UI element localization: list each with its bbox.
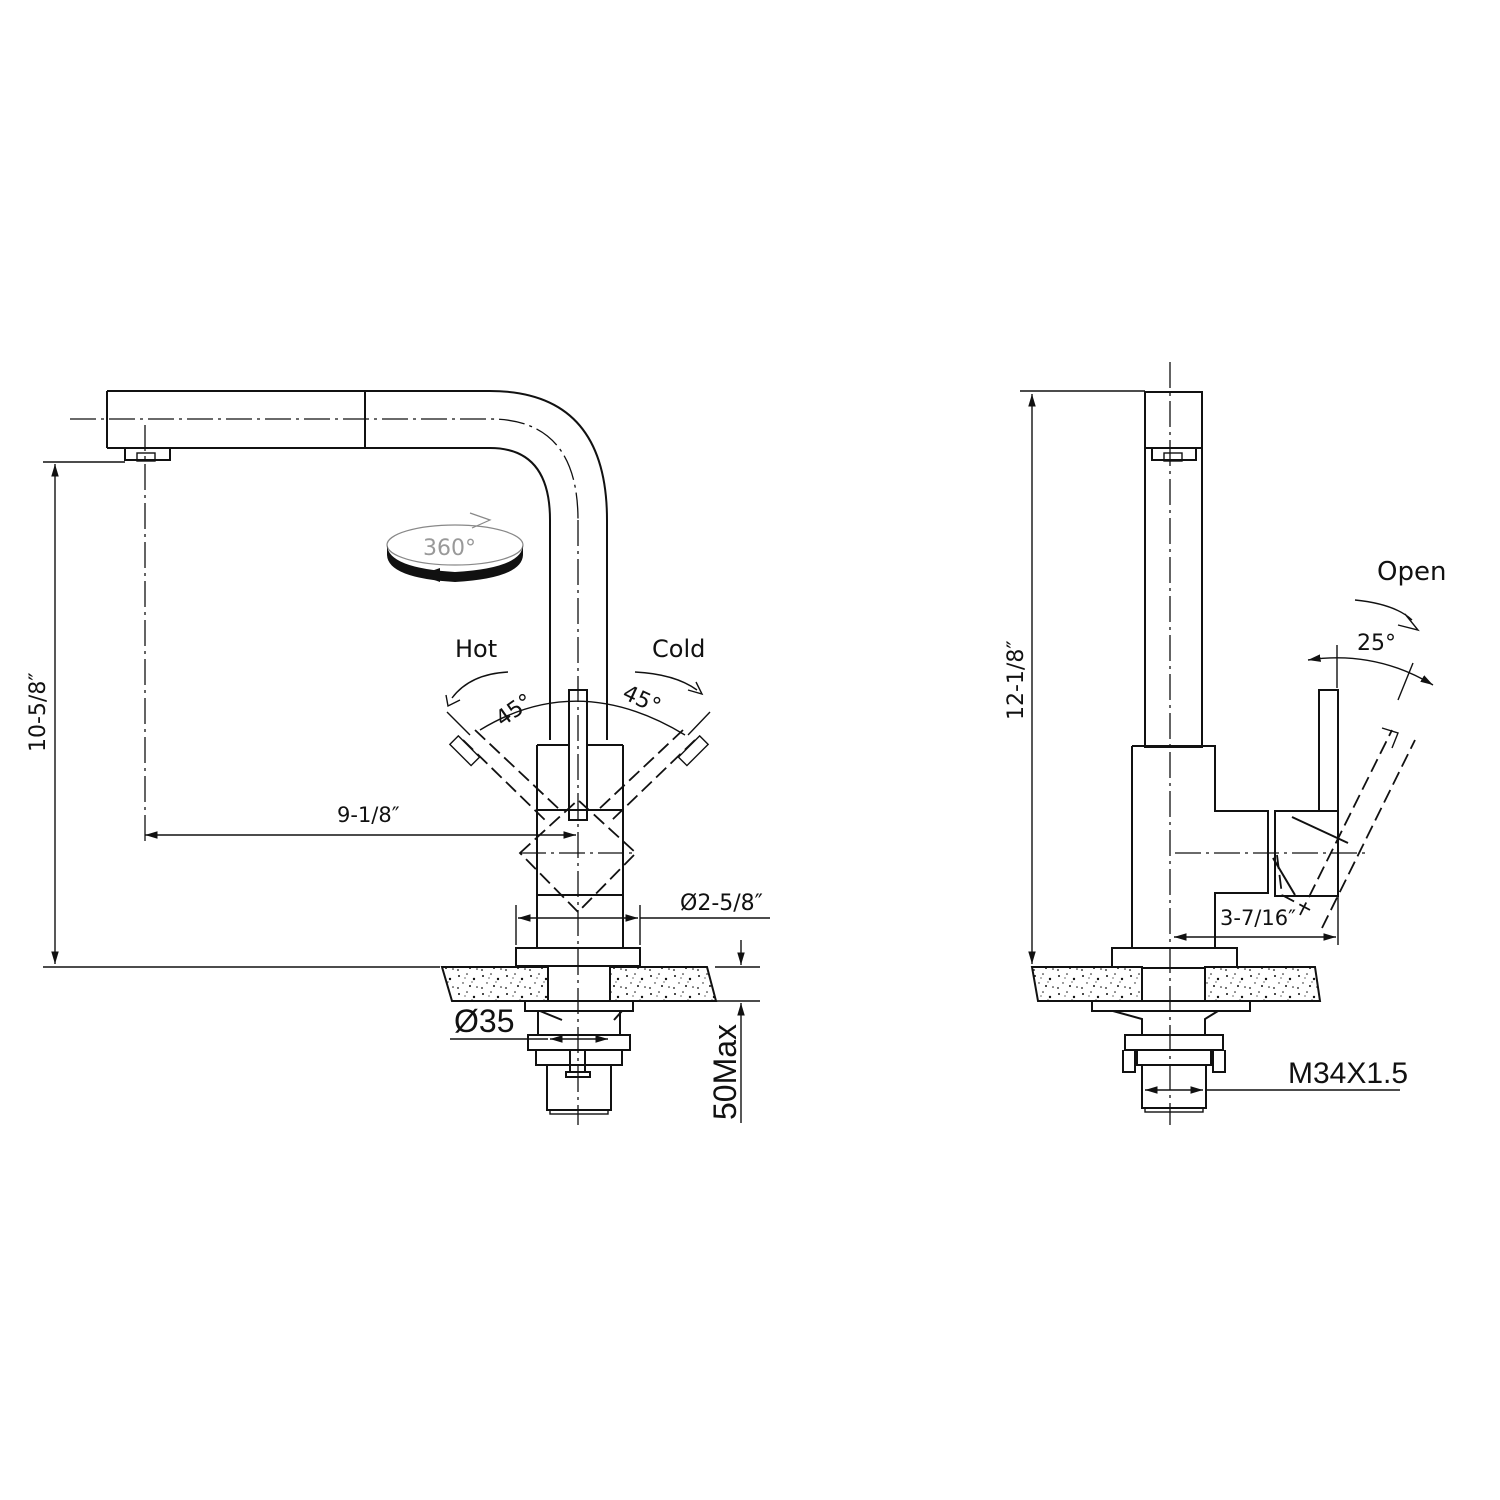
hot-arrow-icon [445, 671, 509, 708]
side-view: Open 25° 12-1/8″ 3-7/16″ [1004, 362, 1446, 1125]
spout [70, 390, 608, 740]
spout-height-dimension: 10-5/8″ [26, 672, 51, 752]
mounting-hardware-side [1091, 1000, 1400, 1113]
hot-label: Hot [455, 635, 497, 663]
max-deck-thickness-dimension: 50Max [707, 1024, 743, 1120]
open-arrow-icon [1354, 599, 1420, 632]
mounting-hardware-front [524, 1000, 634, 1115]
thread-spec-label: M34X1.5 [1288, 1057, 1408, 1090]
countertop-side [1030, 947, 1322, 1002]
front-view: 360° Hot Cold 45° 45° [26, 390, 770, 1125]
rotation-label: 360° [423, 536, 476, 561]
cold-angle-label: 45° [619, 681, 665, 720]
hole-diameter-dimension: Ø35 [454, 1003, 514, 1039]
open-angle-label: 25° [1357, 631, 1396, 656]
total-height-dimension: 12-1/8″ [1004, 640, 1029, 720]
countertop-front [440, 966, 718, 1002]
handle-offset-dimension: 3-7/16″ [1220, 906, 1296, 930]
open-label: Open [1377, 557, 1446, 587]
spout-reach-dimension: 9-1/8″ [337, 803, 400, 827]
rotation-360-icon: 360° [386, 512, 524, 582]
cold-arrow-icon [634, 671, 704, 696]
base-diameter-dimension: Ø2-5/8″ [680, 891, 763, 916]
cold-label: Cold [652, 635, 705, 663]
faucet-body [448, 729, 710, 967]
hot-angle-label: 45° [491, 689, 537, 732]
